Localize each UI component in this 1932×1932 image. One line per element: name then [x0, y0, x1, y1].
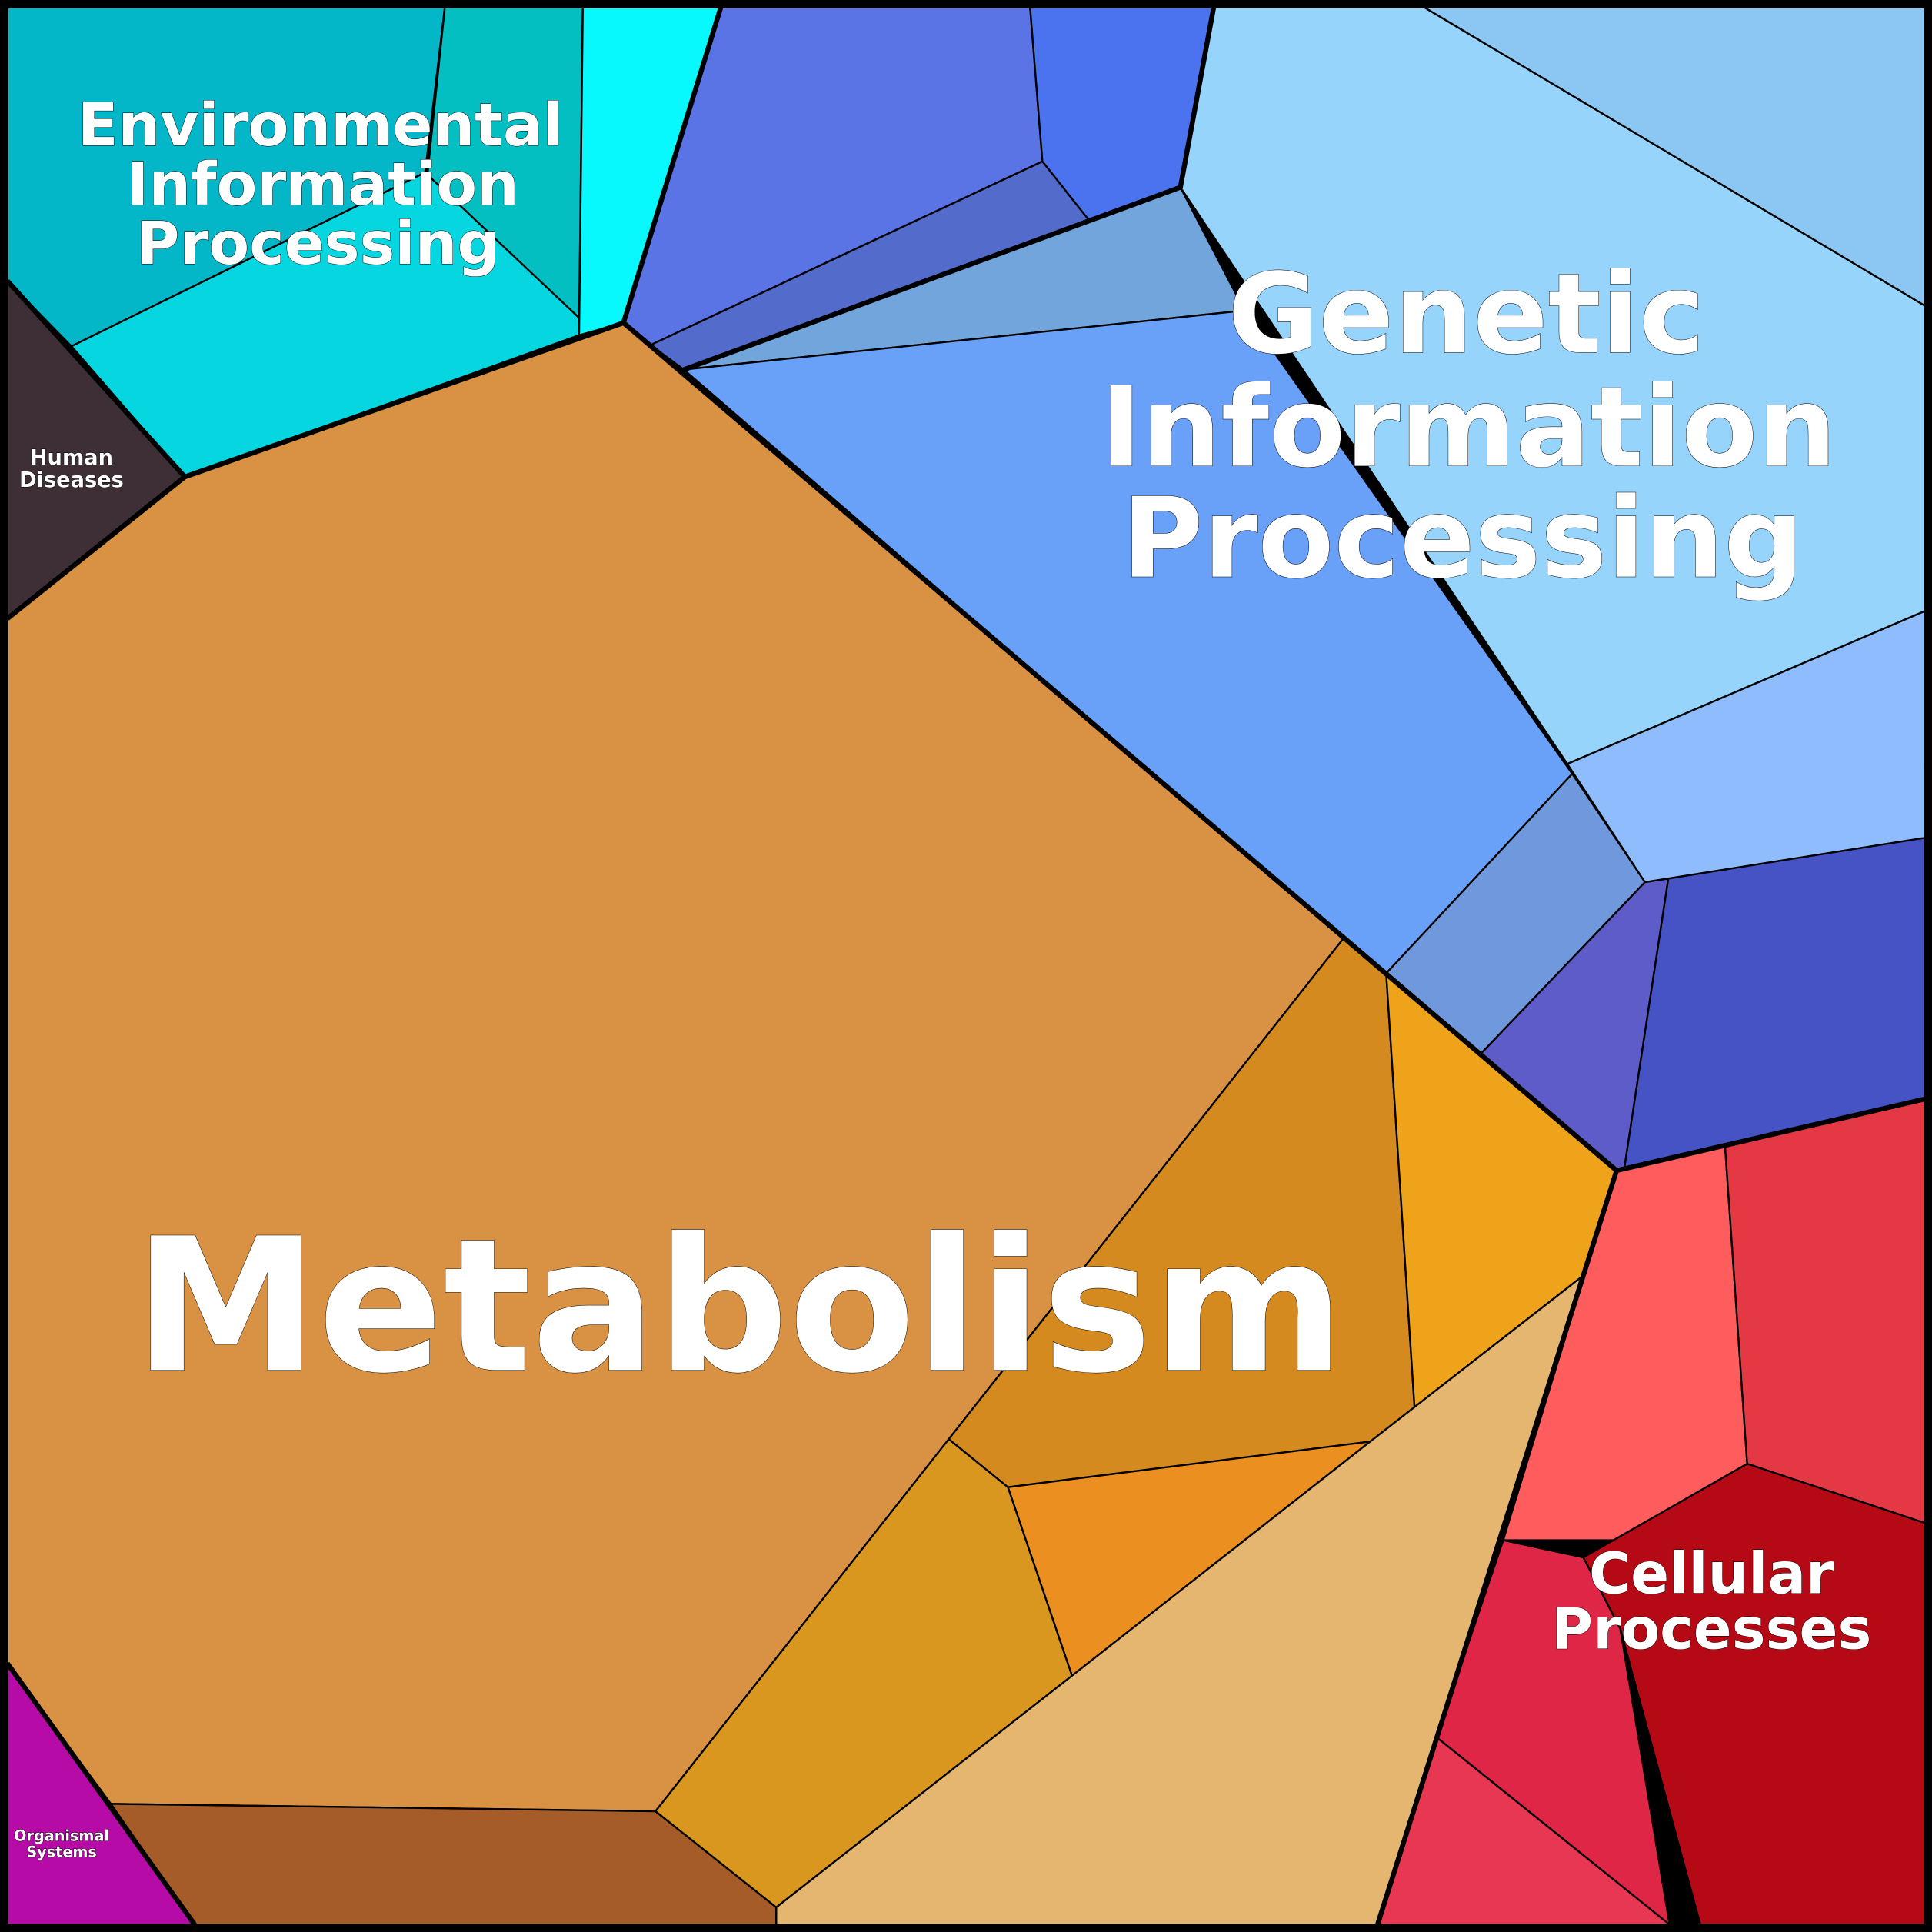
label-genetic-3: Processing: [1122, 475, 1804, 604]
label-org-2: Systems: [26, 1843, 97, 1860]
label-env-3: Processing: [136, 210, 499, 278]
label-genetic-2: Information: [1101, 364, 1837, 493]
label-human-1: Human: [30, 446, 113, 470]
region-cellular[interactable]: [1376, 1098, 1926, 1926]
region-genetic[interactable]: [622, 6, 1926, 1172]
label-genetic-1: Genetic: [1227, 250, 1704, 379]
region-environmental[interactable]: [6, 6, 722, 478]
label-env-2: Information: [127, 151, 519, 219]
label-cellular-1: Cellular: [1589, 1541, 1834, 1607]
label-metabolism: Metabolism: [134, 1198, 1344, 1414]
label-cellular-2: Processes: [1551, 1597, 1871, 1663]
label-org-1: Organismal: [14, 1827, 109, 1844]
label-env-1: Environmental: [78, 92, 563, 160]
label-human-2: Diseases: [19, 468, 124, 492]
